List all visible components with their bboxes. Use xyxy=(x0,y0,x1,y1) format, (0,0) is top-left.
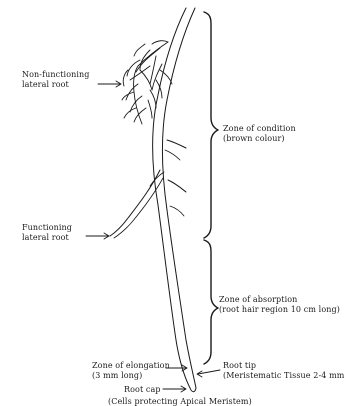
main-root-right-edge xyxy=(162,8,196,388)
arrow-functioning xyxy=(86,233,109,239)
label-line: (Meristematic Tissue 2-4 mm long) xyxy=(223,371,346,381)
root-tip-outline xyxy=(190,388,196,392)
label-line: lateral root xyxy=(22,80,90,90)
label-zone-of-condition: Zone of condition (brown colour) xyxy=(223,124,296,144)
label-line: (root hair region 10 cm long) xyxy=(219,305,340,315)
label-line: (3 mm long) xyxy=(92,371,170,381)
label-zone-of-elongation: Zone of elongation (3 mm long) xyxy=(92,361,170,381)
functioning-lateral-root xyxy=(110,170,160,236)
label-zone-of-absorption: Zone of absorption (root hair region 10 … xyxy=(219,295,340,315)
arrow-non-functioning xyxy=(98,81,121,87)
label-root-cap-note: (Cells protecting Apical Meristem) xyxy=(108,397,252,406)
label-line: lateral root xyxy=(22,233,72,243)
label-line: Zone of absorption xyxy=(219,295,340,305)
label-root-cap: Root cap xyxy=(124,385,161,395)
label-line: Functioning xyxy=(22,223,72,233)
label-line: Zone of elongation xyxy=(92,361,170,371)
lateral-stub-4 xyxy=(170,206,184,216)
label-functioning-lateral-root: Functioning lateral root xyxy=(22,223,72,243)
label-line: Zone of condition xyxy=(223,124,296,134)
arrow-root-cap xyxy=(163,386,186,392)
label-line: (Cells protecting Apical Meristem) xyxy=(108,397,252,406)
bracket-zone-absorption xyxy=(204,240,218,364)
bracket-zone-condition xyxy=(204,12,218,238)
label-non-functioning-lateral-root: Non-functioning lateral root xyxy=(22,70,90,90)
lateral-stub-1 xyxy=(167,140,186,148)
arrow-root-tip xyxy=(197,370,220,377)
label-line: Root cap xyxy=(124,385,161,395)
label-line: Non-functioning xyxy=(22,70,90,80)
label-line: (brown colour) xyxy=(223,134,296,144)
label-root-tip: Root tip (Meristematic Tissue 2-4 mm lon… xyxy=(223,361,346,381)
label-line: Root tip xyxy=(223,361,346,371)
lateral-stub-3 xyxy=(168,180,186,192)
non-functioning-lateral-root-mass xyxy=(122,41,172,124)
lateral-stub-2 xyxy=(165,150,180,160)
